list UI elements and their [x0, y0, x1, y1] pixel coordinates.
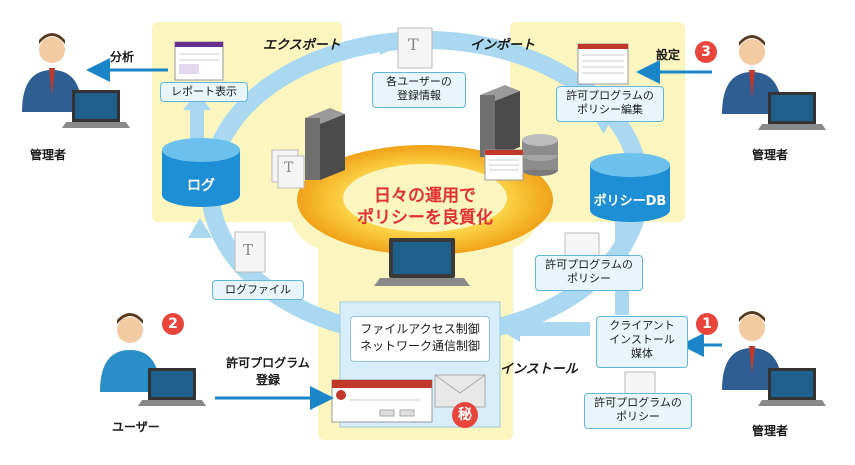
document-stack-icon: T [271, 149, 305, 189]
register-label: 許可プログラム 登録 [213, 355, 323, 389]
admin-right-top-laptop-icon [758, 92, 826, 130]
policy-db-store-label: ポリシーDB [593, 194, 667, 209]
server-right-icon [480, 85, 520, 157]
donut-hole [343, 164, 507, 232]
report-screen-icon [174, 41, 224, 81]
policy-db-cylinder [590, 153, 670, 222]
policy-editor-screen-icon [577, 43, 629, 85]
control-line-2: ネットワーク通信制御 [359, 339, 480, 353]
admin-right-top-caption: 管理者 [752, 148, 789, 162]
media-policy-line-1: 許可プログラムの [594, 396, 682, 409]
client-media-line-1: クライアント [609, 319, 675, 332]
admin-right-top-person-icon [722, 35, 782, 114]
policy-doc-box: 許可プログラムの ポリシー [535, 255, 643, 291]
policy-edit-line-1: 許可プログラムの [566, 89, 654, 102]
svg-text:T: T [408, 35, 419, 54]
policy-doc-line-1: 許可プログラムの [545, 258, 633, 271]
user-caption: ユーザー [112, 420, 160, 434]
admin-left-caption: 管理者 [30, 148, 67, 162]
user-registration-line-1: 各ユーザーの [386, 75, 452, 88]
control-line-1: ファイルアクセス制御 [360, 322, 480, 336]
confidential-stamp-icon: 秘 [452, 402, 478, 428]
step-3-badge: 3 [695, 41, 717, 63]
envelope-icon [434, 374, 486, 408]
document-icon-registration: T [397, 27, 433, 69]
client-media-line-3: 媒体 [631, 347, 653, 360]
import-label: インポート [470, 38, 536, 53]
document-icon-logfile: T [234, 231, 266, 273]
media-policy-box: 許可プログラムの ポリシー [584, 393, 692, 429]
step-2-badge: 2 [162, 313, 184, 335]
user-laptop-icon [138, 368, 206, 406]
policy-screen-thumbnail [484, 149, 524, 181]
center-line-2: ポリシーを良質化 [357, 208, 493, 228]
register-line-2: 登録 [255, 373, 280, 387]
policy-doc-line-2: ポリシー [567, 272, 611, 285]
database-stack-icon [522, 134, 558, 176]
admin-left-laptop-icon [62, 90, 130, 128]
svg-text:T: T [284, 160, 294, 176]
document-icon-media-policy [624, 371, 656, 395]
control-box: ファイルアクセス制御 ネットワーク通信制御 [350, 316, 490, 362]
log-cylinder [162, 138, 240, 207]
client-media-line-2: インストール [609, 333, 675, 346]
settings-label: 設定 [656, 48, 681, 62]
register-line-1: 許可プログラム [226, 356, 310, 370]
svg-text:T: T [243, 241, 253, 259]
admin-right-bottom-caption: 管理者 [752, 424, 789, 438]
center-message: 日々の運用で ポリシーを良質化 [345, 185, 505, 229]
user-person-icon [100, 313, 160, 392]
admin-left-person-icon [22, 33, 82, 112]
step-1-badge: 1 [696, 313, 718, 335]
ring-arrow-export [380, 35, 402, 55]
ring-arrow-log [188, 218, 212, 238]
admin-right-bottom-laptop-icon [758, 368, 826, 406]
client-media-box: クライアント インストール 媒体 [596, 316, 688, 368]
server-left-icon [305, 108, 345, 180]
user-registration-line-2: 登録情報 [397, 89, 441, 102]
analysis-label: 分析 [110, 50, 135, 64]
export-label: エクスポート [263, 38, 341, 53]
center-line-1: 日々の運用で [374, 186, 476, 206]
admin-right-bottom-person-icon [722, 311, 782, 390]
center-laptop-icon [374, 238, 470, 286]
connector-install [510, 322, 590, 336]
user-registration-box: 各ユーザーの 登録情報 [372, 72, 466, 108]
log-store-label: ログ [187, 178, 215, 194]
install-label: インストール [500, 362, 578, 377]
policy-edit-line-2: ポリシー編集 [577, 103, 643, 116]
log-file-box: ログファイル [212, 280, 304, 300]
report-view-box: レポート表示 [160, 82, 248, 102]
policy-edit-box: 許可プログラムの ポリシー編集 [556, 86, 664, 122]
media-policy-line-2: ポリシー [616, 410, 660, 423]
